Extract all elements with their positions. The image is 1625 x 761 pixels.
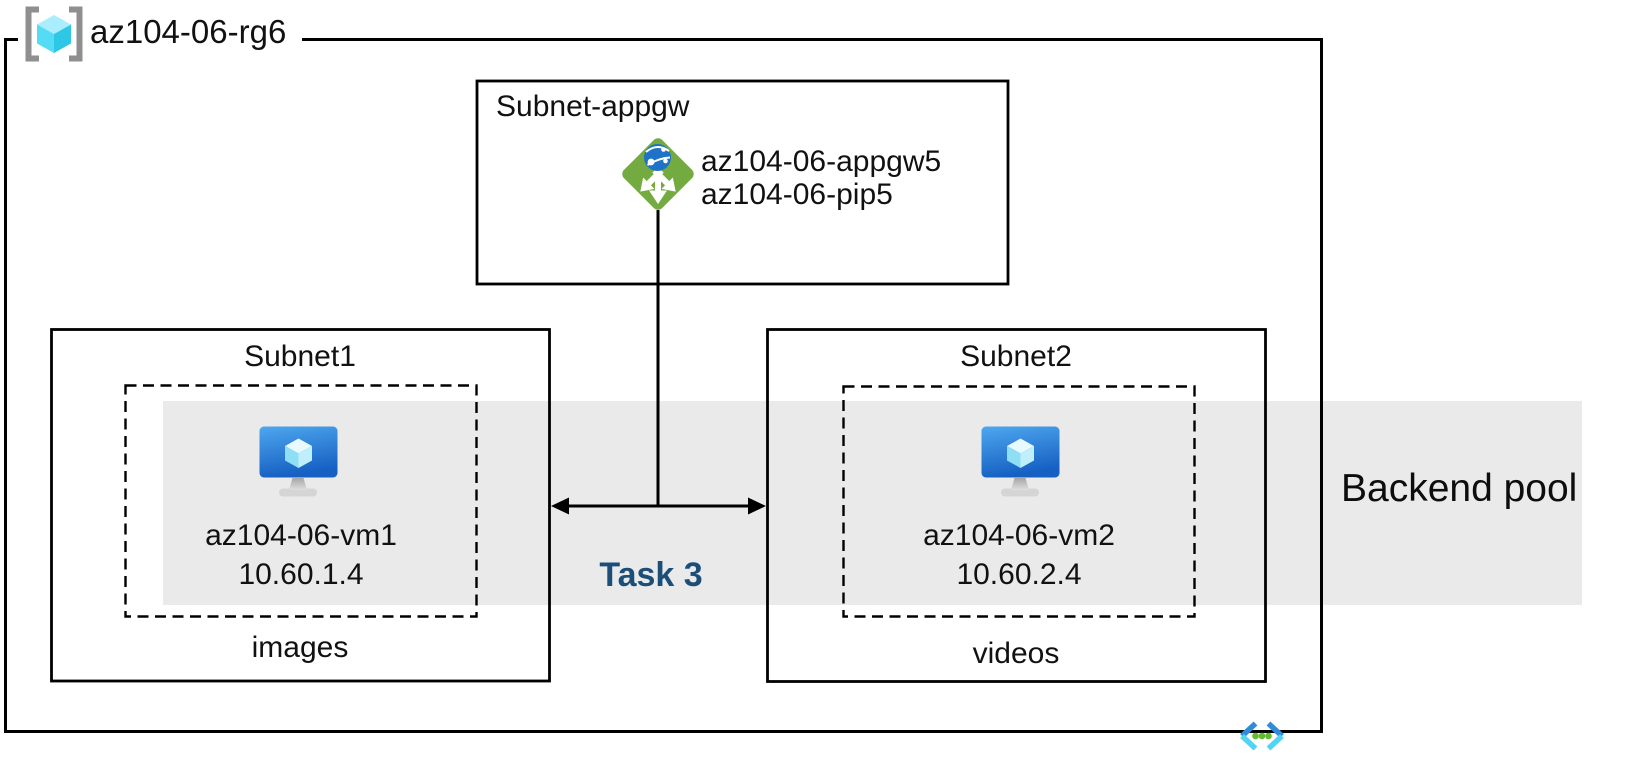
vm-stand <box>1011 478 1029 490</box>
vnet-dot <box>1252 732 1259 740</box>
backend-pool-label: Backend pool <box>1341 467 1578 510</box>
appgw-subnet-title: Subnet-appgw <box>496 90 690 123</box>
vm1-ip-label: 10.60.1.4 <box>238 558 364 591</box>
appgw-pip-label: az104-06-pip5 <box>701 178 893 211</box>
subnet1-title: Subnet1 <box>244 340 356 373</box>
vnet-dot <box>1265 732 1272 740</box>
vm1-name-label: az104-06-vm1 <box>205 519 397 552</box>
resource-group-icon <box>25 6 83 62</box>
subnet1-app-label: images <box>251 631 349 664</box>
appgw-labels: az104-06-appgw5 az104-06-pip5 <box>701 145 941 211</box>
vm2-name-label: az104-06-vm2 <box>923 519 1115 552</box>
vm2-icon <box>981 426 1060 497</box>
vnet-chevron-right-bottom <box>1266 733 1284 751</box>
vnet-chevron-left-bottom <box>1240 733 1258 751</box>
vm1-labels: az104-06-vm1 10.60.1.4 <box>125 516 477 594</box>
application-gateway-icon <box>622 138 694 210</box>
appgw-name-label: az104-06-appgw5 <box>701 145 942 178</box>
vnet-dot <box>1258 732 1266 740</box>
subnet2-title: Subnet2 <box>960 340 1072 373</box>
appgw-globe <box>644 144 671 171</box>
resource-group-title: az104-06-rg6 <box>90 13 287 50</box>
vm2-ip-label: 10.60.2.4 <box>956 558 1082 591</box>
vm-stand <box>289 478 307 490</box>
vm2-labels: az104-06-vm2 10.60.2.4 <box>843 516 1195 594</box>
virtual-network-icon <box>1240 721 1284 751</box>
vm1-icon <box>259 426 338 497</box>
task-label: Task 3 <box>599 556 703 594</box>
subnet2-app-label: videos <box>972 637 1060 670</box>
